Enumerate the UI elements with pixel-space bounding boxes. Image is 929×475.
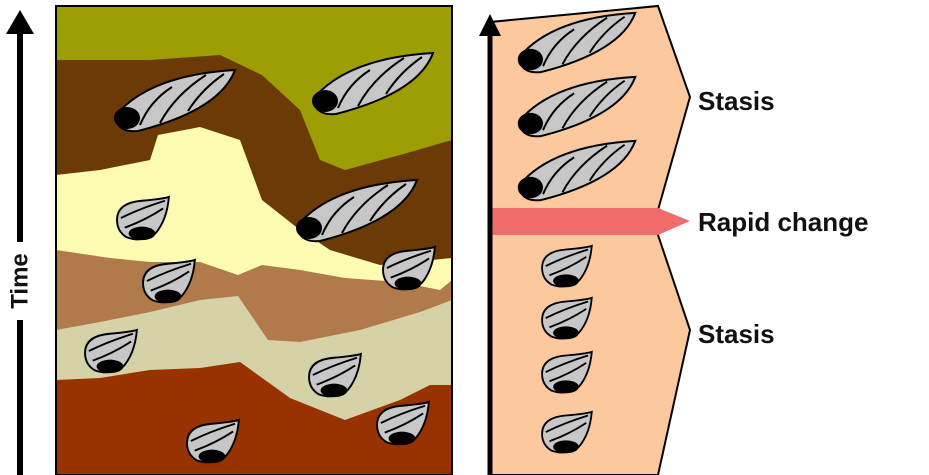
up-arrow-icon (6, 10, 34, 34)
stasis-bottom-label: Stasis (698, 319, 775, 349)
rapid-change-band (490, 208, 690, 235)
time-axis-label: Time (6, 253, 33, 309)
strata-panel (56, 6, 452, 475)
rapid-change-label: Rapid change (698, 207, 868, 237)
equilibrium-panel (479, 6, 690, 475)
stasis-region (490, 6, 690, 475)
stasis-top-label: Stasis (698, 86, 775, 116)
time-axis: Time (6, 10, 34, 475)
